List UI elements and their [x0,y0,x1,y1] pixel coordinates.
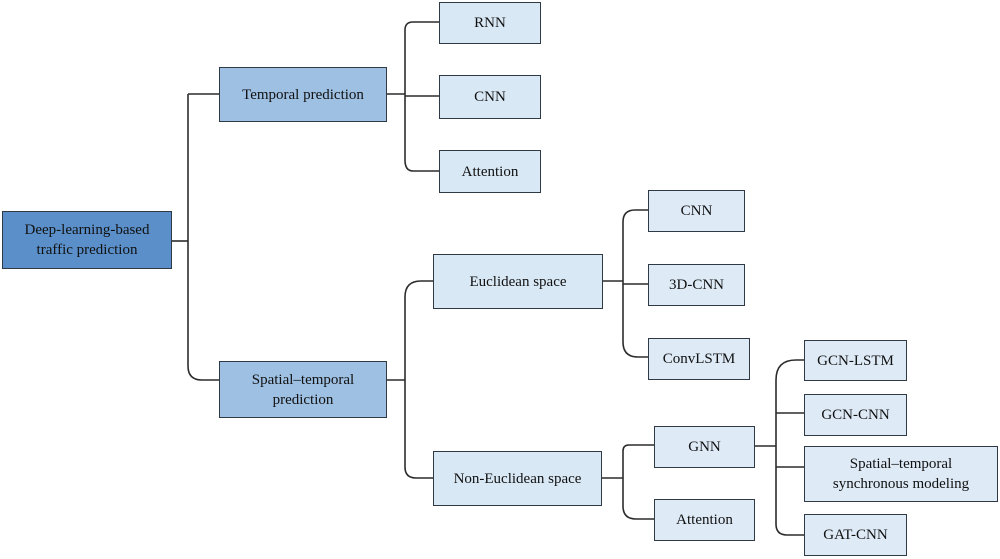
euclidean-child-label: 3D-CNN [669,277,724,293]
euclidean-child-3dcnn: 3D-CNN [648,264,745,306]
noneuclidean-attention-label: Attention [676,512,733,528]
noneuclidean-child-attention: Attention [654,499,755,541]
gnn-child-label: GCN-LSTM [817,352,894,369]
root-label: Deep-learning-based traffic prediction [24,222,150,258]
gnn-child-gcn-cnn: GCN-CNN [804,394,907,436]
gnn-child-label: GCN-CNN [821,407,890,423]
brace-root [187,93,219,381]
temporal-child-label: CNN [474,89,506,105]
root-node: Deep-learning-based traffic prediction [2,211,172,269]
euclidean-space-label: Euclidean space [469,273,567,290]
noneuclidean-space-label: Non-Euclidean space [453,470,582,487]
euclidean-child-label: ConvLSTM [662,351,736,367]
gnn-child-gat-cnn: GAT-CNN [804,514,907,556]
spatiotemporal-prediction-node: Spatial–temporal prediction [219,361,387,418]
gnn-child-gcn-lstm: GCN-LSTM [804,340,907,381]
euclidean-space-node: Euclidean space [433,254,603,309]
gnn-child-label: Spatial–temporal synchronous modeling [832,456,970,492]
gnn-label: GNN [688,439,721,455]
brace-spatiotemporal [404,280,433,479]
spatiotemporal-prediction-label: Spatial–temporal prediction [251,371,355,408]
euclidean-child-convlstm: ConvLSTM [648,338,750,380]
temporal-prediction-node: Temporal prediction [219,67,387,122]
noneuclidean-space-node: Non-Euclidean space [433,451,602,506]
temporal-prediction-label: Temporal prediction [242,86,364,103]
brace-noneuclidean [622,444,654,520]
temporal-child-attention: Attention [439,150,541,193]
noneuclidean-child-gnn: GNN [654,426,755,468]
brace-euclidean [622,209,648,358]
brace-temporal [404,21,439,172]
temporal-child-rnn: RNN [439,2,541,44]
gnn-child-label: GAT-CNN [823,527,888,543]
brace-gnn [775,359,804,536]
temporal-child-label: RNN [474,15,506,31]
euclidean-child-label: CNN [680,203,713,219]
temporal-child-label: Attention [461,163,519,180]
temporal-child-cnn: CNN [439,75,541,119]
gnn-child-synchronous-modeling: Spatial–temporal synchronous modeling [804,446,998,502]
euclidean-child-cnn: CNN [648,190,745,232]
